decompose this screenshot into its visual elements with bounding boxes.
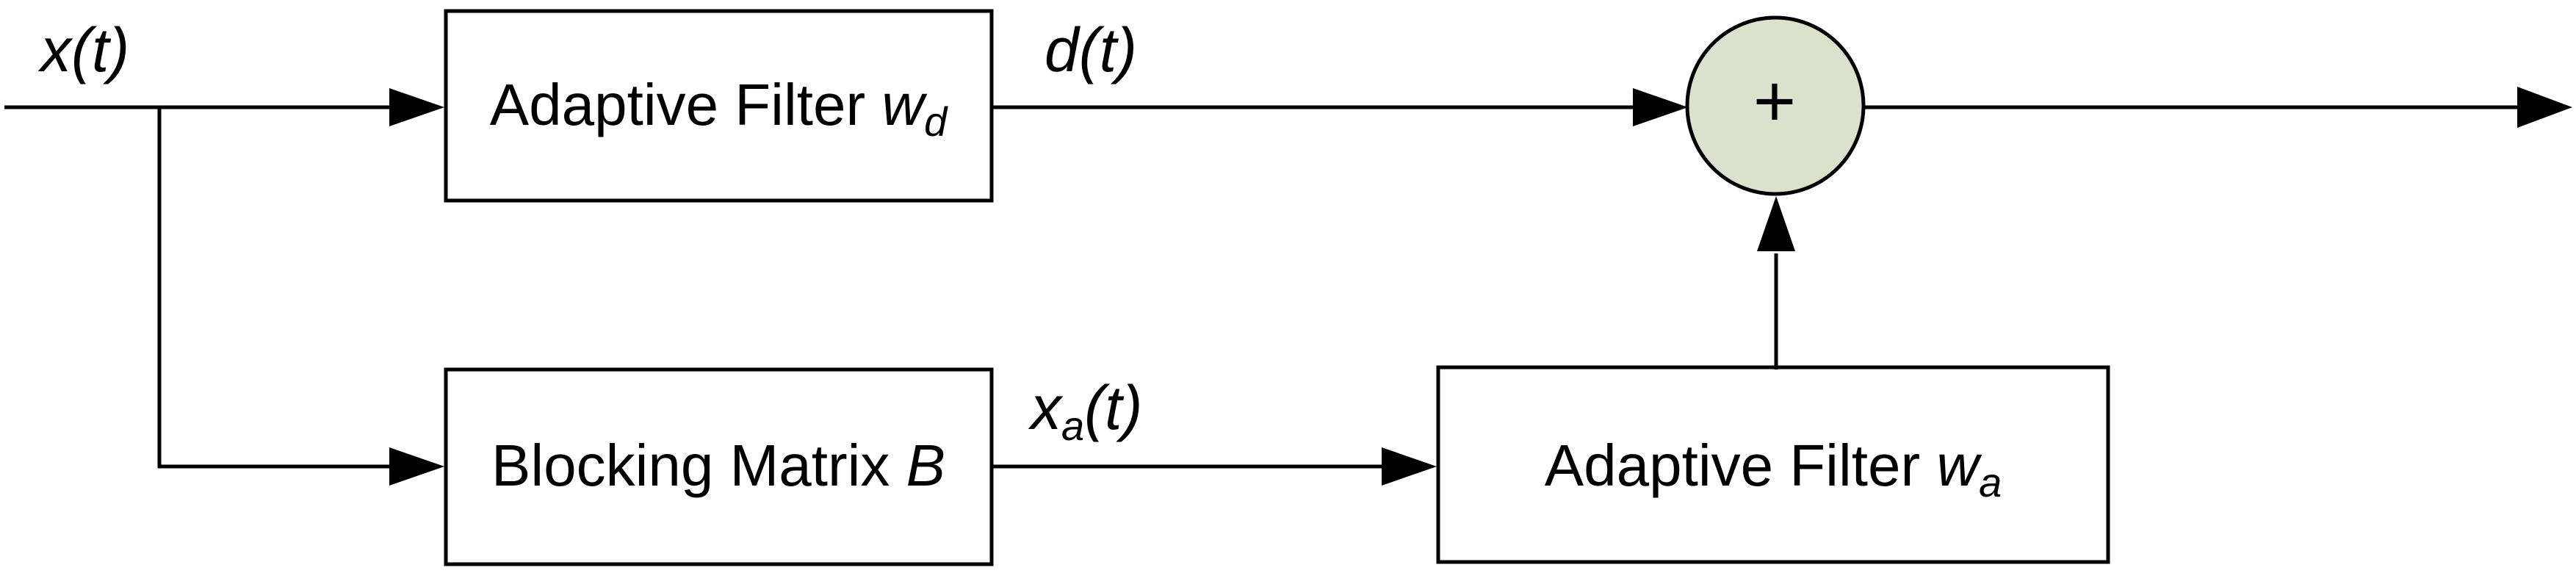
block-blocking-matrix-label: Blocking Matrix B: [491, 433, 945, 498]
arrowhead-output-icon: [2517, 87, 2572, 128]
arrowhead-into-sum-left-icon: [1633, 88, 1688, 126]
d-signal-label: d(t): [1045, 15, 1137, 84]
arrowhead-into-blocking-matrix-icon: [389, 447, 444, 486]
block-adaptive-filter-wd-text: Adaptive Filter: [490, 72, 882, 137]
xa-signal-subscript: a: [1061, 403, 1084, 449]
plus-symbol: +: [1753, 60, 1796, 143]
block-adaptive-filter-wa-label: Adaptive Filter wa: [1545, 433, 2002, 505]
input-signal-label: x(t): [37, 15, 129, 84]
xa-signal-label: xa(t): [1028, 373, 1142, 449]
block-adaptive-filter-wd-subscript: d: [924, 98, 948, 145]
block-adaptive-filter-wd: [444, 9, 994, 203]
xa-signal-base: x: [1028, 373, 1064, 442]
block-blocking-matrix-var: B: [906, 433, 945, 498]
arrowhead-into-adaptive-filter-wa-icon: [1382, 447, 1437, 486]
xa-signal-rest: (t): [1084, 373, 1142, 442]
arrowhead-up-into-sum-icon: [1757, 196, 1795, 251]
block-adaptive-filter-wa: [1436, 365, 2110, 564]
arrowhead-into-adaptive-filter-wd-icon: [389, 88, 444, 126]
block-blocking-matrix-text: Blocking Matrix: [491, 433, 906, 498]
block-adaptive-filter-wa-text: Adaptive Filter: [1545, 433, 1937, 498]
block-adaptive-filter-wa-subscript: a: [1979, 459, 2002, 505]
block-blocking-matrix: [444, 367, 994, 566]
block-adaptive-filter-wa-var: w: [1936, 433, 1982, 498]
block-adaptive-filter-wd-var: w: [881, 72, 928, 137]
block-adaptive-filter-wd-label: Adaptive Filter wd: [490, 72, 948, 145]
